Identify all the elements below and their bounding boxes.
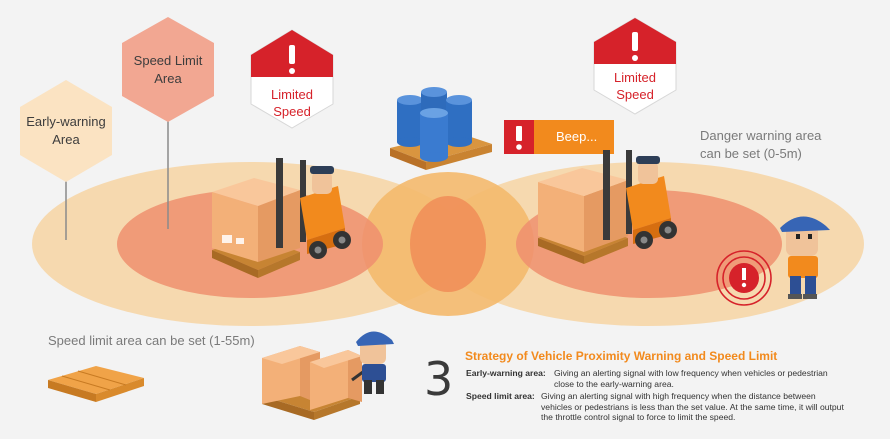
alarm-signal-icon [716, 250, 772, 306]
speed-limit-hexagon [122, 17, 214, 122]
early-warning-term: Early-warning area: [466, 368, 546, 378]
left-limited-speed-badge [250, 29, 334, 129]
worker-icon [312, 172, 332, 194]
forklift-icon [212, 158, 351, 278]
early-warning-area-label: Early-warning Area [26, 114, 106, 147]
early-warning-description: Giving an alerting signal with low frequ… [554, 368, 828, 389]
worker-icon [638, 162, 658, 184]
danger-warning-text: Danger warning area can be set (0-5m) [700, 128, 822, 161]
early-warning-hexagon [20, 80, 112, 182]
speed-limit-term: Speed limit area: [466, 391, 535, 401]
barrel-icon [446, 95, 472, 147]
central-overlap-core [410, 196, 486, 292]
barrel-icon [397, 95, 423, 147]
speed-limit-strategy-item: Speed limit area: Giving an alerting sig… [466, 391, 846, 439]
right-limited-speed-badge [593, 17, 677, 115]
limited-speed-left-label: Limited Speed [271, 87, 313, 119]
strategy-title: Strategy of Vehicle Proximity Warning an… [465, 349, 778, 363]
cargo-box-icon [212, 192, 258, 262]
beep-alert [504, 120, 614, 154]
barrel-stack [390, 87, 492, 170]
cargo-box-icon [538, 182, 584, 252]
warning-exclamation-icon [632, 32, 638, 51]
barrel-icon [420, 108, 448, 162]
pallet-jack-scene [262, 331, 394, 420]
forklift-icon [538, 150, 677, 264]
pedestrian-worker [780, 216, 830, 299]
strategy-number: 3 [424, 352, 454, 406]
speed-limit-setting-text: Speed limit area can be set (1-55m) [48, 333, 255, 348]
early-warning-strategy-item: Early-warning area: Giving an alerting s… [466, 368, 836, 392]
warning-exclamation-icon [289, 45, 295, 64]
limited-speed-right-label: Limited Speed [614, 70, 656, 102]
worker-icon [786, 224, 818, 256]
beep-label: Beep... [556, 129, 598, 144]
speed-limit-area-label: Speed Limit Area [133, 53, 203, 86]
pallet-icon [48, 366, 144, 402]
speed-limit-description: Giving an alerting signal with high freq… [541, 391, 844, 423]
warning-exclamation-icon [516, 126, 522, 141]
worker-icon [360, 340, 386, 364]
